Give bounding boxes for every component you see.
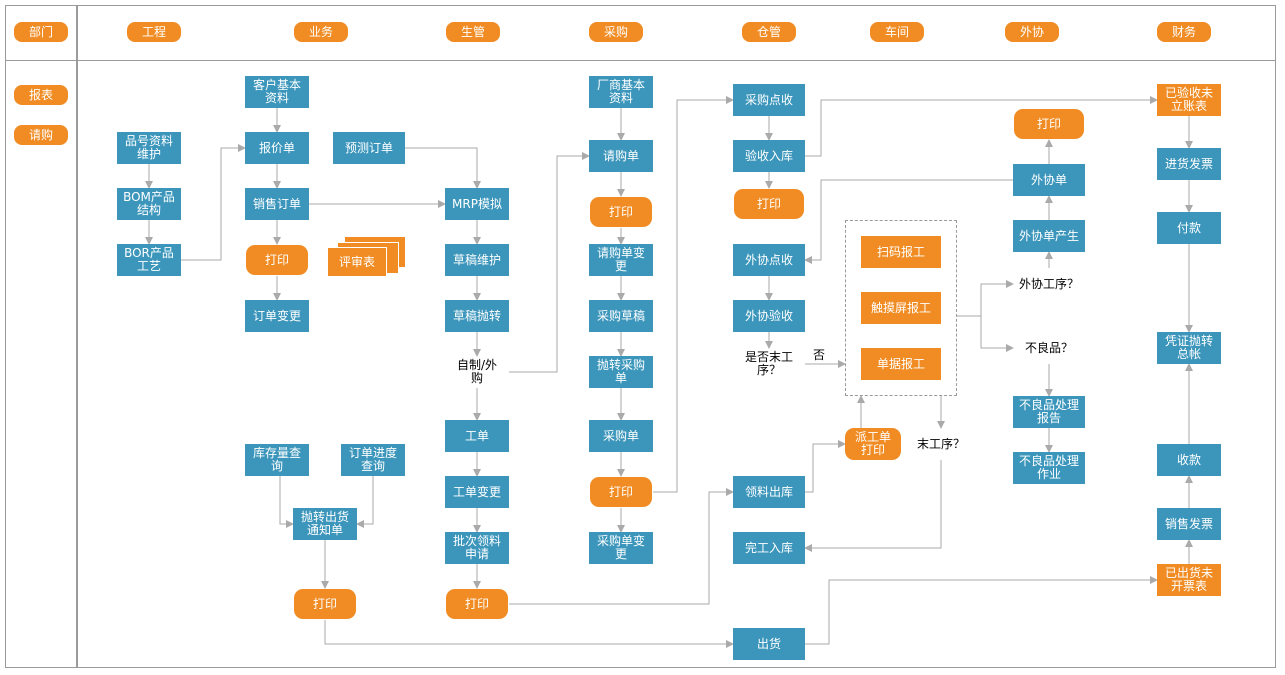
- dept-engineering: 工程: [127, 22, 181, 42]
- node-print-requisition: 打印: [590, 197, 652, 227]
- node-forecast: 预测订单: [333, 132, 405, 164]
- node-out-inspect: 外协验收: [733, 300, 805, 332]
- node-requisition: 请购单: [589, 140, 653, 172]
- node-receive: 采购点收: [733, 84, 805, 116]
- node-progress-query: 订单进度 查询: [341, 444, 405, 476]
- node-bom: BOM产品 结构: [117, 188, 181, 220]
- decision-defect-label: 不良品？: [1024, 340, 1073, 355]
- dept-finance: 财务: [1157, 22, 1211, 42]
- node-sales-order: 销售订单: [245, 188, 309, 220]
- dept-business: 业务: [294, 22, 348, 42]
- node-uninvoiced-receipts: 已验收未 立账表: [1157, 84, 1221, 116]
- node-voucher: 凭证抛转 总帐: [1157, 332, 1221, 364]
- node-customer: 客户基本 资料: [245, 76, 309, 108]
- dept-warehouse: 仓管: [742, 22, 796, 42]
- node-print-po: 打印: [590, 477, 652, 507]
- dept-purchasing: 采购: [589, 22, 643, 42]
- node-collection: 收款: [1157, 444, 1221, 476]
- decision-last-process-label: 是否末工 序？: [744, 350, 793, 377]
- node-form-report: 单据报工: [861, 348, 941, 380]
- node-out-order: 外协单: [1013, 164, 1085, 196]
- node-scan-report: 扫码报工: [861, 236, 941, 268]
- no-label: 否: [813, 348, 826, 362]
- node-bor: BOR产品 工艺: [117, 244, 181, 276]
- node-po-draft: 采购草稿: [589, 300, 653, 332]
- node-batch-request: 批次领料 申请: [445, 532, 509, 564]
- column-divider: [76, 5, 78, 668]
- node-quote: 报价单: [245, 132, 309, 164]
- node-print-ship: 打印: [294, 589, 356, 619]
- node-inspect-in: 验收入库: [733, 140, 805, 172]
- node-review: 评审表: [327, 247, 387, 277]
- node-ship: 出货: [733, 628, 805, 660]
- node-defect-work: 不良品处理 作业: [1013, 452, 1085, 484]
- node-print-business: 打印: [246, 245, 308, 275]
- dept-label: 部门: [14, 22, 68, 42]
- node-req-change: 请购单变 更: [589, 244, 653, 276]
- dept-workshop: 车间: [870, 22, 924, 42]
- node-defect-report: 不良品处理 报告: [1013, 396, 1085, 428]
- node-payment: 付款: [1157, 212, 1221, 244]
- node-print-warehouse: 打印: [734, 189, 804, 219]
- node-vendor: 厂商基本 资料: [589, 76, 653, 108]
- node-out-receive: 外协点收: [733, 244, 805, 276]
- node-purchase-invoice: 进货发票: [1157, 148, 1221, 180]
- report-group-box: [845, 220, 957, 396]
- node-dispatch-print: 派工单 打印: [845, 428, 901, 460]
- node-transfer-po: 抛转采购 单: [589, 356, 653, 388]
- dept-production: 生管: [446, 22, 500, 42]
- decision-outsource-label: 外协工序？: [1018, 276, 1079, 291]
- node-stock-query: 库存量查 询: [245, 444, 309, 476]
- node-wo-change: 工单变更: [445, 476, 509, 508]
- body-band: [5, 60, 1276, 668]
- node-sales-invoice: 销售发票: [1157, 508, 1221, 540]
- node-work-order: 工单: [445, 420, 509, 452]
- node-mrp: MRP模拟: [445, 188, 509, 220]
- decision-final-process: 末工序？: [909, 428, 973, 460]
- dept-outsourcing: 外协: [1005, 22, 1059, 42]
- node-draft-maint: 草稿维护: [445, 244, 509, 276]
- node-touch-report: 触摸屏报工: [861, 292, 941, 324]
- node-po: 采购单: [589, 420, 653, 452]
- node-ship-notice: 抛转出货 通知单: [293, 508, 357, 540]
- node-item-data: 品号资料 维护: [117, 132, 181, 164]
- node-po-change: 采购单变 更: [589, 532, 653, 564]
- decision-make-or-out-label: 自制/外 购: [456, 358, 498, 385]
- node-issue: 领料出库: [733, 476, 805, 508]
- decision-last-process: 是否末工 序？: [733, 348, 805, 380]
- decision-make-or-out: 自制/外 购: [445, 356, 509, 388]
- sidebar-request: 请购: [14, 125, 68, 145]
- node-uninvoiced-shipments: 已出货未 开票表: [1157, 564, 1221, 596]
- node-order-change: 订单变更: [245, 300, 309, 332]
- node-draft-transfer: 草稿抛转: [445, 300, 509, 332]
- decision-final-process-label: 末工序？: [916, 436, 965, 451]
- sidebar-report: 报表: [14, 85, 68, 105]
- node-out-gen: 外协单产生: [1013, 220, 1085, 252]
- decision-outsource: 外协工序？: [1013, 268, 1085, 300]
- node-finish-in: 完工入库: [733, 532, 805, 564]
- decision-defect: 不良品？: [1013, 332, 1085, 364]
- node-print-outsourcing: 打印: [1014, 109, 1084, 139]
- node-print-production: 打印: [446, 589, 508, 619]
